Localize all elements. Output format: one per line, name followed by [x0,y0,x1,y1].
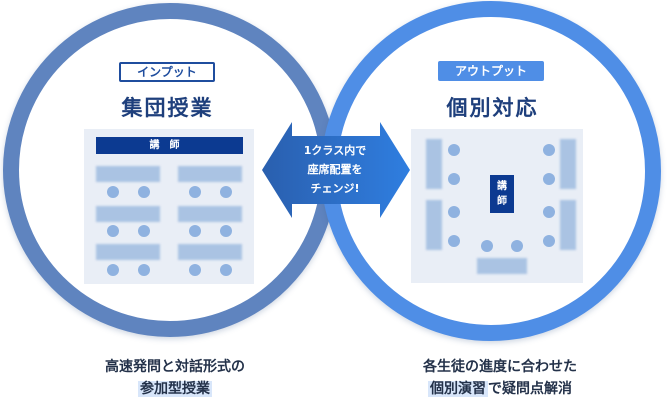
seat [448,173,460,185]
seat-change-line2: 座席配置を [307,163,363,176]
individual-caption: 各生徒の進度に合わせた 個別演習で疑問点解消 [360,356,640,400]
desk [178,244,242,260]
seat [511,240,523,252]
seat [107,225,119,237]
desk [178,166,242,182]
seat [543,144,555,156]
teacher-label-text: 講師 [497,181,507,207]
seat [448,144,460,156]
teacher-label-individual: 講師 [490,175,514,213]
desk [178,206,242,222]
double-arrow-icon [262,122,410,218]
seat [189,186,201,198]
seat [189,225,201,237]
desk [560,139,576,189]
desk [426,139,442,189]
individual-support-title: 個別対応 [446,96,539,120]
seat-change-label: 1クラス内で 座席配置を チェンジ! [283,141,387,198]
desk [560,200,576,250]
individual-caption-rest: で疑問点解消 [488,381,572,397]
seat-change-line1: 1クラス内で [303,144,367,157]
seat [543,235,555,247]
desk [96,166,160,182]
desk [426,200,442,250]
seat [448,206,460,218]
seat [107,264,119,276]
group-class-title: 集団授業 [121,96,214,120]
output-tag: アウトプット [438,61,544,81]
desk [477,258,527,274]
group-caption-line1: 高速発問と対話形式の [105,359,245,375]
seat [220,264,232,276]
individual-caption-highlight: 個別演習 [428,381,488,397]
seat [138,264,150,276]
seat-change-line3: チェンジ! [310,182,360,195]
group-class-caption: 高速発問と対話形式の 参加型授業 [40,356,310,400]
seat [220,225,232,237]
input-tag: インプット [119,62,215,82]
seat [543,173,555,185]
seat [107,186,119,198]
seat [189,264,201,276]
seat [138,186,150,198]
seat [481,240,493,252]
teacher-label-group: 講師 [96,137,243,154]
seat [138,225,150,237]
desk [96,244,160,260]
group-caption-highlight: 参加型授業 [138,381,212,397]
seat [543,206,555,218]
desk [96,206,160,222]
seat [220,186,232,198]
seat [448,235,460,247]
individual-caption-line1: 各生徒の進度に合わせた [423,359,577,375]
